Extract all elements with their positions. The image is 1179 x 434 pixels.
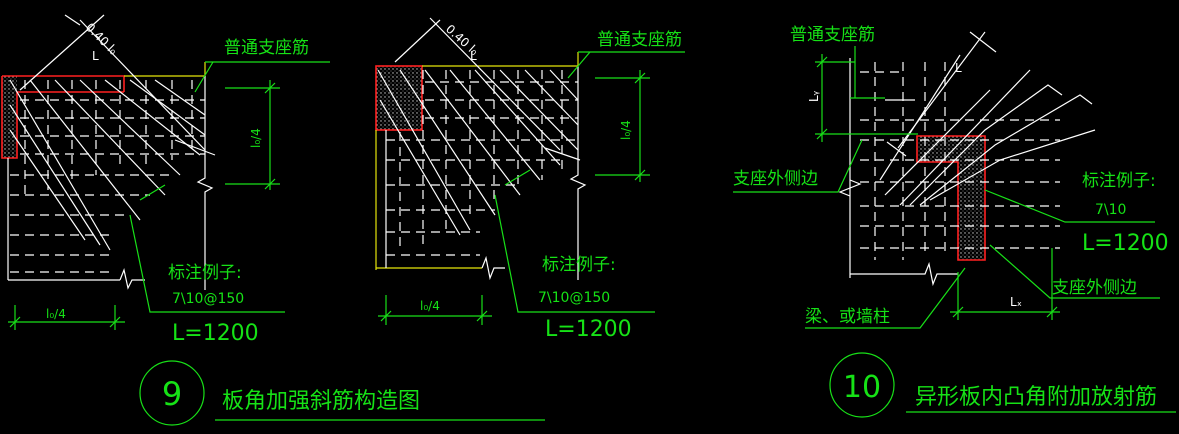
- support-hatch: [376, 66, 422, 130]
- tick: [9, 316, 21, 328]
- break-line-bottom: [850, 261, 958, 287]
- leader-example-tip: [504, 169, 531, 186]
- diagonal-dimension: [886, 31, 997, 157]
- leader-support-edge-right: [989, 244, 1160, 299]
- example-length: L=1200: [172, 321, 259, 346]
- label-ly: Lᵧ: [807, 90, 821, 102]
- diagonal-rebars: [377, 69, 579, 236]
- leader-rebar-diag: [194, 61, 214, 93]
- tick: [476, 310, 488, 322]
- diagonal-rebars: [9, 79, 206, 251]
- diagonal-dimension: [394, 17, 581, 161]
- example-label: 标注例子:: [1082, 171, 1156, 191]
- label-length-diag: 0.40 l₀: [83, 20, 120, 57]
- support-left-edge: [1, 76, 124, 159]
- detail-number: 10: [843, 370, 881, 405]
- tick: [264, 178, 276, 190]
- support-hatch: [917, 136, 985, 260]
- tick: [109, 316, 121, 328]
- detail-number-circle: [829, 352, 895, 418]
- label-L: L: [92, 49, 99, 63]
- support-outline: [916, 135, 986, 261]
- leader-example: [984, 189, 1155, 223]
- break-mark: [838, 179, 862, 197]
- example-length: L=1200: [545, 317, 632, 342]
- label-support-edge-right: 支座外侧边: [1052, 278, 1137, 298]
- detail-number-circle: [139, 360, 205, 426]
- leader-example-tip: [139, 184, 166, 201]
- leader-example: [494, 194, 655, 313]
- detail9-right: 普通支座筋 0.40 l₀ L l₀/4 标注例子: 7\10@150 L=12…: [375, 17, 685, 342]
- break-line-right: [569, 66, 587, 280]
- label-l0-4-horizontal: l₀/4: [46, 307, 66, 321]
- support-hatch: [2, 76, 17, 158]
- leader-rebar-diag: [567, 51, 591, 79]
- detail-title: 异形板内凸角附加放射筋: [915, 385, 1157, 410]
- label-l0-4-vertical: l₀/4: [249, 128, 263, 148]
- tick: [380, 310, 392, 322]
- rebar-dashed-vertical: [24, 80, 193, 200]
- label-support-edge-left: 支座外侧边: [733, 169, 818, 189]
- leader-support-edge-left: [733, 139, 863, 193]
- example-label: 标注例子:: [168, 263, 242, 283]
- radial-rebars: [879, 54, 1096, 206]
- rebar-dashed-horizontal: [10, 99, 205, 273]
- tick: [634, 169, 646, 181]
- label-lx: Lₓ: [1010, 295, 1022, 309]
- label-L: L: [955, 61, 962, 75]
- tick: [634, 72, 646, 84]
- label-l0-4-horizontal: l₀/4: [420, 299, 440, 313]
- label-rebar: 普通支座筋: [224, 38, 309, 58]
- leader-example: [129, 214, 285, 313]
- example-length: L=1200: [1082, 231, 1169, 256]
- tick: [952, 306, 964, 318]
- break-line: [119, 267, 145, 290]
- detail9-left: 普通支座筋 0.40 l₀ L l₀/4 标注例子: 7\10@150 L=12…: [1, 14, 330, 346]
- label-beam: 梁、或墙柱: [805, 307, 890, 327]
- example-spec: 7\10@150: [172, 291, 244, 307]
- diagonal-dimension: [19, 14, 216, 156]
- label-rebar: 普通支座筋: [790, 25, 875, 45]
- tick: [816, 128, 828, 140]
- example-spec: 7\10: [1095, 202, 1126, 218]
- detail10-caption: 10 异形板内凸角附加放射筋: [829, 352, 1176, 418]
- detail-title: 板角加强斜筋构造图: [222, 389, 420, 414]
- detail-number: 9: [162, 375, 182, 413]
- label-rebar: 普通支座筋: [597, 30, 682, 50]
- detail9-caption: 9 板角加强斜筋构造图: [139, 360, 545, 426]
- example-spec: 7\10@150: [538, 290, 610, 306]
- example-label: 标注例子:: [542, 255, 616, 275]
- label-l0-4-vertical: l₀/4: [619, 120, 633, 140]
- label-L: L: [470, 49, 477, 63]
- leader-beam: [805, 267, 966, 329]
- tick: [1046, 306, 1058, 318]
- break-line-right: [196, 76, 214, 290]
- support-outline: [375, 65, 423, 131]
- tick: [816, 56, 828, 68]
- break-line: [481, 255, 505, 281]
- detail10: 普通支座筋 Lᵧ L 支座外侧边 标注例子: 7\10 L=1200 支座外侧边…: [733, 25, 1169, 329]
- tick: [264, 82, 276, 94]
